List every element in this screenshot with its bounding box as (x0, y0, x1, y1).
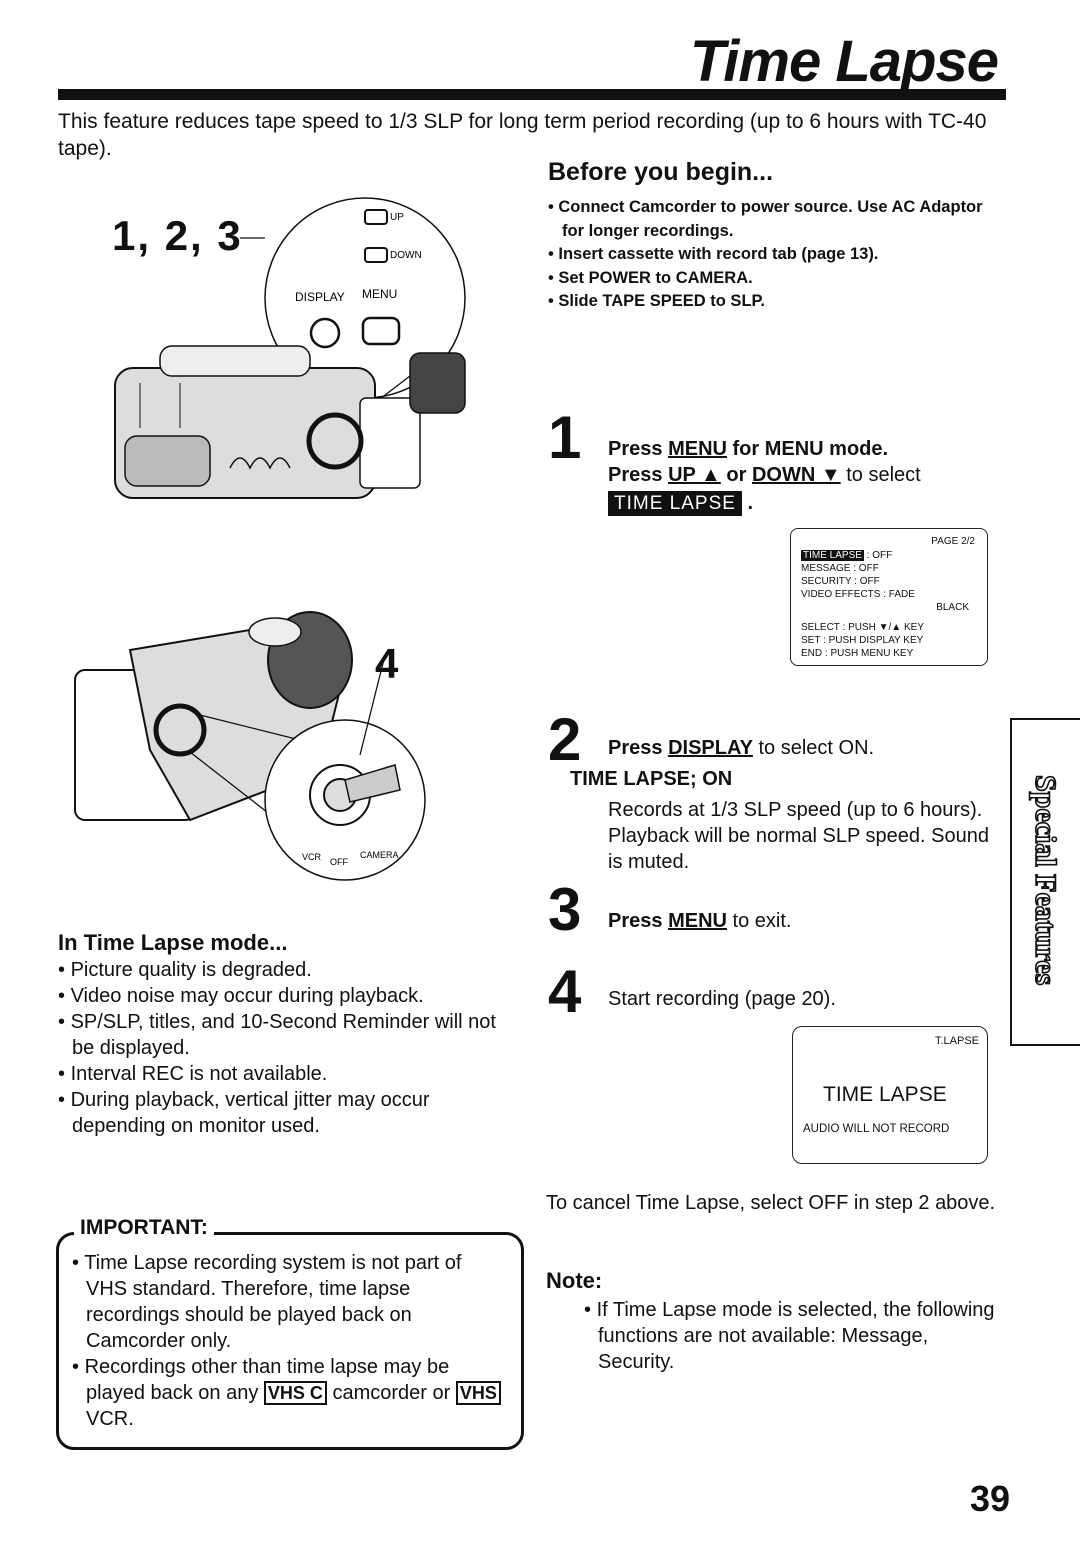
note-heading: Note: (546, 1268, 603, 1293)
step-2-number: 2 (548, 706, 582, 773)
side-tab (1010, 718, 1080, 1046)
vhs-logo: VHS (455, 1381, 501, 1405)
list-item: • Set POWER to CAMERA. (548, 268, 753, 287)
title-rule (58, 89, 1006, 100)
list-item: • SP/SLP, titles, and 10-Second Reminder… (58, 1011, 496, 1059)
side-tab-label: Special Features (1028, 774, 1063, 986)
list-item: • Insert cassette with record tab (page … (548, 245, 879, 263)
important-box (56, 1232, 524, 1450)
camcorder-buttons-illustration: UP DOWN DISPLAY MENU (80, 168, 520, 528)
mode-heading: In Time Lapse mode... (58, 930, 288, 955)
up-label: UP (390, 212, 404, 223)
before-heading: Before you begin... (548, 158, 774, 186)
step-2-desc: Records at 1/3 SLP speed (up to 6 hours)… (608, 799, 989, 873)
step-3-number: 3 (548, 876, 582, 943)
step-1-text: Press MENU for MENU mode. Press UP ▲ or … (608, 438, 921, 516)
camcorder-power-illustration: VCR OFF CAMERA (60, 590, 440, 890)
intro-text: This feature reduces tape speed to 1/3 S… (58, 110, 987, 160)
menu-page: PAGE 2/2 (931, 536, 975, 547)
time-lapse-highlight: TIME LAPSE (608, 491, 742, 516)
list-item: • Time Lapse recording system is not par… (72, 1252, 462, 1352)
menu-key: MENU (668, 438, 727, 460)
callout-123: 1, 2, 3 (112, 212, 243, 259)
time-lapse-screen: T.LAPSE TIME LAPSE AUDIO WILL NOT RECORD (792, 1026, 988, 1164)
cancel-text: To cancel Time Lapse, select OFF in step… (546, 1192, 996, 1214)
display-label: DISPLAY (295, 290, 345, 304)
important-list: • Time Lapse recording system is not par… (72, 1250, 506, 1432)
list-item: • Interval REC is not available. (58, 1063, 328, 1085)
menu-screen: PAGE 2/2 TIME LAPSE : OFF MESSAGE : OFF … (790, 528, 988, 666)
callout-4: 4 (375, 640, 399, 687)
list-item: • Picture quality is degraded. (58, 959, 312, 981)
list-item: • During playback, vertical jitter may o… (58, 1089, 430, 1137)
down-key: DOWN ▼ (751, 464, 841, 486)
vcr-label: VCR (302, 852, 322, 862)
page-number: 39 (969, 1478, 1010, 1519)
note-text: • If Time Lapse mode is selected, the fo… (584, 1299, 995, 1373)
down-label: DOWN (390, 250, 422, 261)
before-list: • Connect Camcorder to power source. Use… (548, 196, 988, 314)
step-1-number: 1 (548, 404, 582, 471)
step-3-text: Press MENU to exit. (608, 910, 792, 932)
list-item: • Connect Camcorder to power source. Use… (548, 198, 983, 240)
vhs-c-logo: VHS C (263, 1381, 327, 1405)
list-item: • Recordings other than time lapse may b… (72, 1354, 506, 1432)
step-2-text: Press DISPLAY to select ON. (608, 737, 875, 759)
list-item: • Video noise may occur during playback. (58, 985, 424, 1007)
page-title: Time Lapse (689, 29, 999, 94)
camera-label: CAMERA (360, 850, 399, 860)
step-2-subheading: TIME LAPSE; ON (570, 768, 733, 790)
mode-list: • Picture quality is degraded. • Video n… (58, 957, 508, 1139)
menu-label: MENU (362, 287, 397, 301)
list-item: • Slide TAPE SPEED to SLP. (548, 292, 765, 310)
important-title: IMPORTANT: (74, 1216, 214, 1240)
step-4-text: Start recording (page 20). (608, 988, 836, 1010)
off-label: OFF (330, 857, 348, 867)
step-4-number: 4 (548, 958, 582, 1025)
up-key: UP ▲ (668, 464, 721, 486)
